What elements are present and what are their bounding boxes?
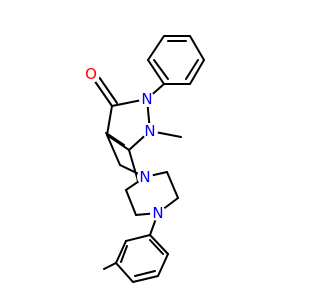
bond-layer	[93, 35, 205, 283]
bond	[106, 134, 121, 166]
bond	[189, 35, 205, 61]
bond	[134, 270, 156, 277]
carbonyl-oxygen-atom: O	[82, 65, 100, 83]
bond	[106, 105, 113, 136]
bond	[120, 245, 128, 263]
pyrazolone-n2-atom: N	[139, 90, 155, 108]
bond	[125, 234, 151, 242]
bond	[105, 132, 125, 146]
bond	[106, 134, 130, 151]
atom-label-layer: O N N N N	[82, 65, 166, 222]
bond	[149, 234, 169, 255]
bond	[153, 59, 169, 80]
bond	[98, 76, 118, 104]
bond	[115, 240, 127, 264]
bond	[189, 59, 205, 85]
bond	[157, 253, 169, 277]
bond	[125, 189, 137, 216]
bond	[132, 275, 159, 283]
bond	[185, 59, 199, 80]
atom-label-piperazine-n-top: N	[139, 168, 150, 186]
structure-canvas: O N N N N	[82, 35, 205, 283]
atom-label-n1: N	[144, 122, 155, 140]
bond	[103, 262, 117, 270]
bond	[147, 35, 165, 61]
bond	[115, 262, 134, 283]
atom-label-o: O	[85, 65, 97, 83]
bond	[149, 239, 164, 255]
molecule-drawing: O N N N N	[82, 35, 205, 283]
bond	[147, 59, 165, 85]
bond	[128, 149, 139, 182]
atom-label-n2: N	[141, 90, 152, 108]
pyrazolone-n1-atom: N	[142, 122, 158, 140]
piperazine-n-bottom-atom: N	[150, 204, 166, 222]
bond	[166, 171, 179, 199]
piperazine-n-top-atom: N	[137, 168, 153, 186]
bond	[93, 79, 113, 107]
atom-label-piperazine-n-bottom: N	[152, 204, 163, 222]
